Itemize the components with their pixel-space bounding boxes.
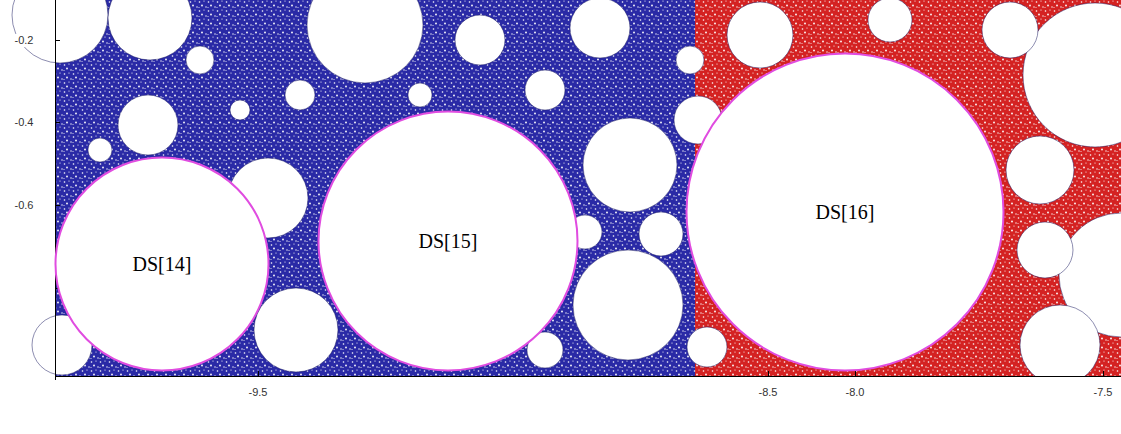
limit-disk: DS[14] [54, 156, 270, 372]
axis-tick-label: -8.0 [845, 386, 866, 399]
disk-label: DS[16] [816, 201, 875, 224]
disk-label: DS[15] [419, 230, 478, 253]
limit-disk: DS[15] [317, 110, 579, 372]
disk-label: DS[14] [133, 253, 192, 276]
axes [55, 0, 1121, 380]
axis-tick-label: -0.6 [14, 199, 35, 212]
axis-tick-label: -0.2 [14, 34, 35, 47]
axis-tick-label: -8.5 [758, 386, 779, 399]
axis-tick-label: -7.5 [1093, 386, 1114, 399]
axis-tick-label: -0.4 [14, 116, 35, 129]
gap-circles [12, 0, 1121, 385]
axis-tick-label: -9.5 [248, 386, 269, 399]
limit-disk: DS[16] [685, 52, 1005, 372]
